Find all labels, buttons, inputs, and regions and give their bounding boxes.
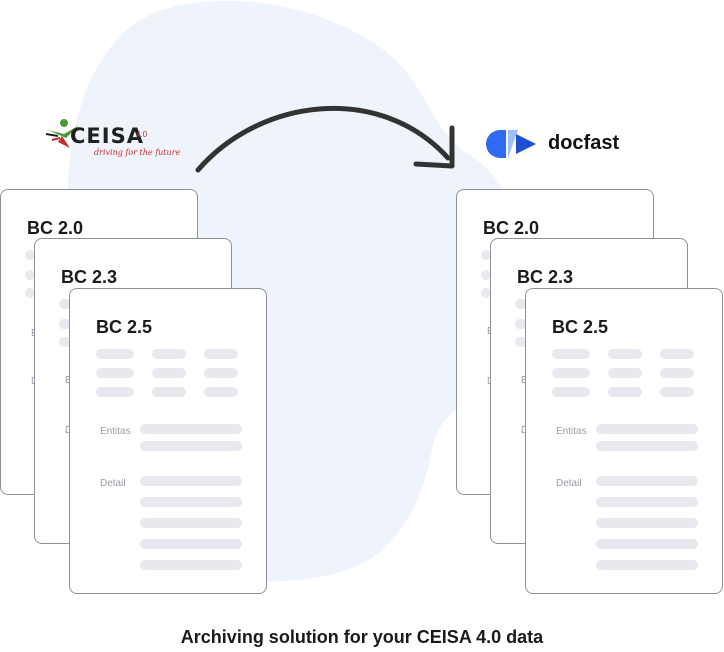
placeholder-line bbox=[515, 299, 527, 309]
placeholder-line bbox=[25, 270, 35, 280]
ceisa-logo-icon bbox=[45, 119, 78, 148]
placeholder-line bbox=[481, 270, 491, 280]
left-card-bc25: BC 2.5 Entitas Detail bbox=[69, 288, 267, 594]
hidden-label-fragment: E bbox=[521, 375, 528, 386]
placeholder-line bbox=[204, 387, 238, 397]
detail-label: Detail bbox=[100, 478, 126, 489]
placeholder-line bbox=[96, 387, 134, 397]
placeholder-line bbox=[25, 250, 35, 260]
placeholder-line bbox=[140, 424, 242, 434]
placeholder-line bbox=[59, 299, 71, 309]
placeholder-line bbox=[140, 476, 242, 486]
placeholder-line bbox=[608, 349, 642, 359]
placeholder-line bbox=[552, 387, 590, 397]
placeholder-line bbox=[596, 539, 698, 549]
docfast-wordmark: docfast bbox=[548, 132, 620, 154]
card-title: BC 2.3 bbox=[517, 267, 574, 287]
card-title: BC 2.3 bbox=[61, 267, 118, 287]
placeholder-line bbox=[608, 387, 642, 397]
hidden-label-fragment: D bbox=[521, 425, 528, 436]
placeholder-line bbox=[596, 497, 698, 507]
placeholder-line bbox=[152, 387, 186, 397]
placeholder-line bbox=[25, 288, 35, 298]
placeholder-line bbox=[660, 368, 694, 378]
placeholder-line bbox=[204, 349, 238, 359]
card-title: BC 2.0 bbox=[483, 218, 540, 238]
placeholder-line bbox=[552, 368, 590, 378]
ceisa-tagline: driving for the future bbox=[94, 148, 181, 157]
placeholder-line bbox=[59, 337, 71, 347]
placeholder-line bbox=[59, 319, 71, 329]
placeholder-line bbox=[481, 250, 491, 260]
ceisa-logo: CEISA 4.0 driving for the future bbox=[44, 118, 180, 168]
placeholder-line bbox=[152, 368, 186, 378]
docfast-logo: docfast bbox=[486, 126, 646, 162]
placeholder-line bbox=[96, 368, 134, 378]
placeholder-line bbox=[140, 539, 242, 549]
detail-label: Detail bbox=[556, 478, 582, 489]
hidden-label-fragment: D bbox=[65, 425, 72, 436]
curved-arrow-icon bbox=[195, 105, 455, 173]
placeholder-line bbox=[596, 424, 698, 434]
placeholder-line bbox=[596, 560, 698, 570]
placeholder-line bbox=[596, 476, 698, 486]
placeholder-line bbox=[515, 337, 527, 347]
card-title: BC 2.5 bbox=[96, 317, 153, 337]
placeholder-line bbox=[660, 349, 694, 359]
placeholder-line bbox=[660, 387, 694, 397]
placeholder-line bbox=[152, 349, 186, 359]
placeholder-line bbox=[140, 560, 242, 570]
caption: Archiving solution for your CEISA 4.0 da… bbox=[180, 627, 544, 647]
docfast-logo-icon bbox=[486, 130, 536, 158]
hidden-label-fragment: E bbox=[65, 375, 72, 386]
placeholder-line bbox=[140, 497, 242, 507]
placeholder-line bbox=[204, 368, 238, 378]
placeholder-line bbox=[481, 288, 491, 298]
placeholder-line bbox=[596, 441, 698, 451]
entitas-label: Entitas bbox=[100, 426, 131, 437]
placeholder-line bbox=[140, 441, 242, 451]
placeholder-line bbox=[515, 319, 527, 329]
right-card-bc25: BC 2.5 Entitas Detail bbox=[525, 288, 723, 594]
placeholder-line bbox=[96, 349, 134, 359]
card-title: BC 2.5 bbox=[552, 317, 609, 337]
entitas-label: Entitas bbox=[556, 426, 587, 437]
card-title: BC 2.0 bbox=[27, 218, 84, 238]
placeholder-line bbox=[596, 518, 698, 528]
placeholder-line bbox=[140, 518, 242, 528]
ceisa-version: 4.0 bbox=[136, 130, 148, 139]
placeholder-line bbox=[552, 349, 590, 359]
placeholder-line bbox=[608, 368, 642, 378]
ceisa-wordmark: CEISA bbox=[70, 124, 144, 148]
